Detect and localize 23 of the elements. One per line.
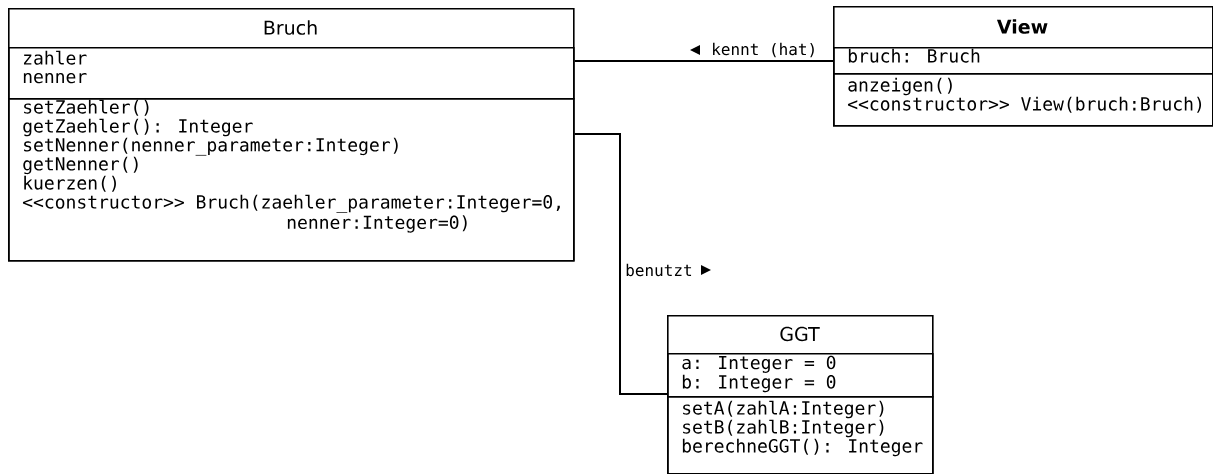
edge-label: kennt (hat)	[710, 41, 819, 59]
method-text: getNenner()	[23, 156, 138, 175]
method-text: setZaehler()	[24, 99, 149, 116]
method-text: getZaehler(): Integer	[23, 118, 253, 137]
method-text: setNenner(nenner_parameter:Integer)	[24, 137, 398, 156]
method-text: <<constructor>> View(bruch:Bruch)	[848, 96, 1202, 113]
method-text: anzeigen()	[848, 77, 952, 96]
class-name: GGT	[780, 326, 820, 342]
method-text: <<constructor>> Bruch(zaehler_parameter:Integer=0, nenner:Integer=0)	[22, 194, 560, 233]
edge-label: benutzt	[624, 262, 694, 278]
class-name: View	[996, 19, 1048, 34]
method-text: setA(zahlA:Integer)	[683, 400, 884, 419]
attribute-text: a: Integer = 0	[682, 355, 836, 373]
class-name: Bruch	[264, 20, 317, 35]
attribute-text: b: Integer = 0	[682, 374, 836, 393]
method-text: setB(zahlB:Integer)	[683, 419, 884, 438]
method-text: kuerzen()	[24, 175, 116, 192]
method-text: berechneGGT(): Integer	[682, 438, 923, 457]
attribute-text: zahler	[24, 50, 87, 65]
attribute-text: bruch: Bruch	[848, 48, 980, 63]
association-line	[573, 133, 668, 395]
attribute-text: nenner	[23, 72, 87, 84]
association-line	[573, 60, 834, 62]
